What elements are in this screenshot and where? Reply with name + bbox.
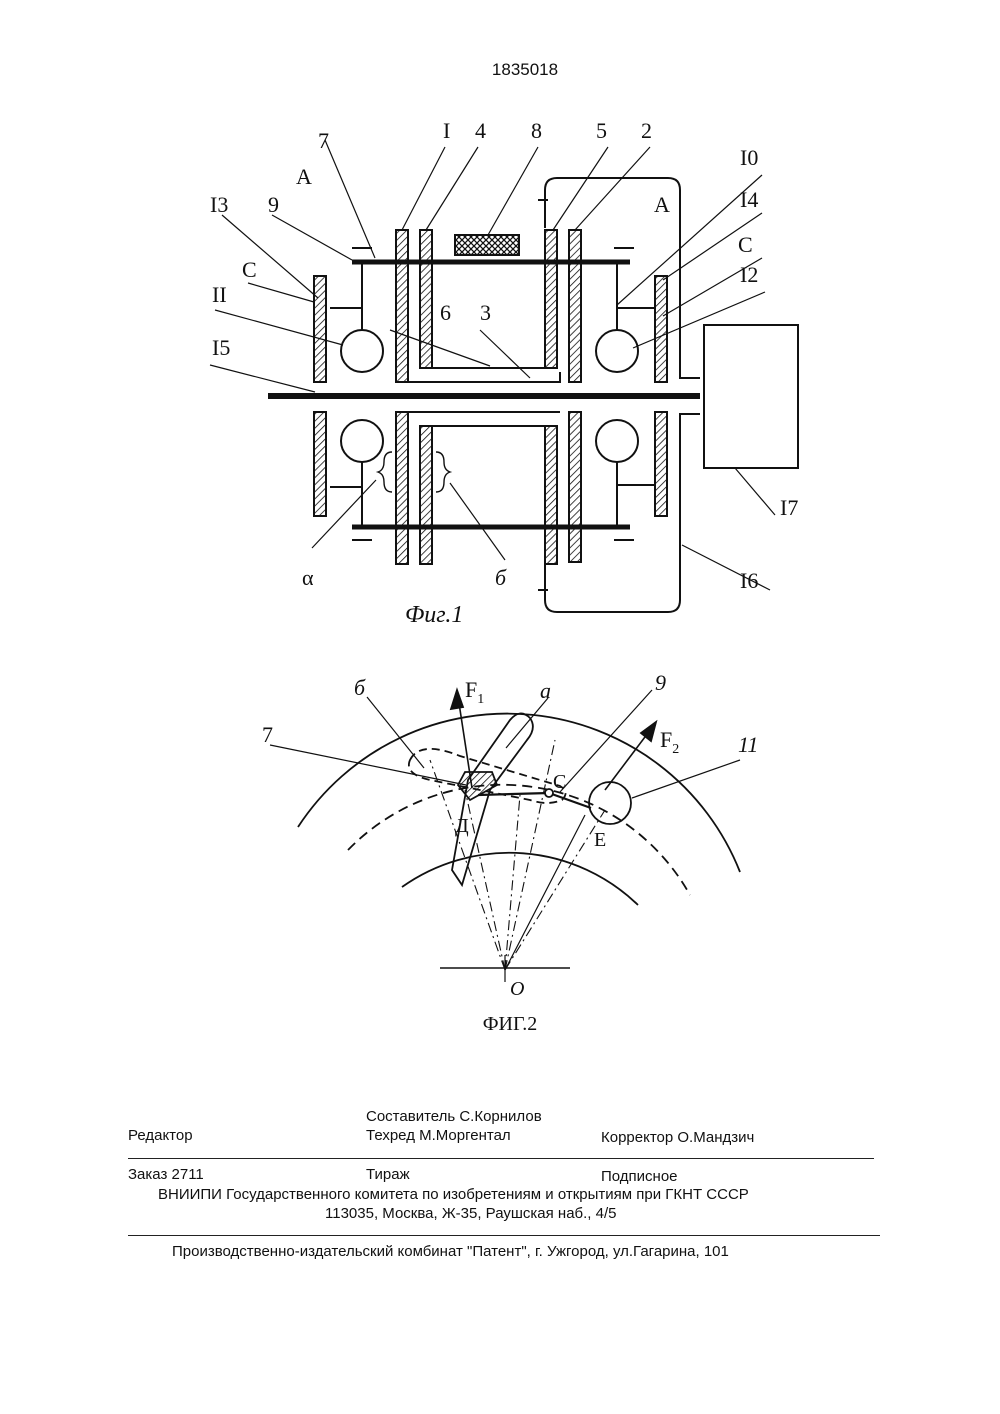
label-I2: I2 (740, 262, 758, 287)
label-7: 7 (318, 128, 329, 153)
label-I5: I5 (212, 335, 230, 360)
address-line: 113035, Москва, Ж-35, Раушская наб., 4/5 (325, 1205, 617, 1222)
divider-top (128, 1158, 874, 1159)
label-I0: I0 (740, 145, 758, 170)
label-II: II (212, 282, 227, 307)
printer-line: Производственно-издательский комбинат "П… (172, 1243, 729, 1260)
label-3: 3 (480, 300, 491, 325)
label-O-point: O (510, 978, 524, 1000)
carrier-3 (408, 372, 560, 382)
label-2: 2 (641, 118, 652, 143)
label-I4: I4 (740, 187, 758, 212)
compiler-line: Составитель С.Корнилов (366, 1108, 542, 1125)
document-number: 1835018 (492, 60, 558, 79)
label-A-left: A (296, 164, 312, 189)
ball-11-fig2 (589, 782, 631, 824)
label-11: 11 (738, 732, 758, 757)
divider-bottom (128, 1235, 880, 1236)
label-F2: F2 (660, 727, 679, 757)
label-I: I (443, 118, 450, 143)
label-b: б (354, 675, 366, 700)
label-7: 7 (262, 722, 273, 747)
circulation-label: Тираж (366, 1166, 410, 1183)
disk-13 (314, 276, 326, 382)
label-b: б (495, 565, 507, 590)
label-8: 8 (531, 118, 542, 143)
label-6: 6 (440, 300, 451, 325)
label-A-right: A (654, 192, 670, 217)
block-17 (704, 325, 798, 468)
label-9: 9 (268, 192, 279, 217)
label-5: 5 (596, 118, 607, 143)
figure-1-caption: Фиг.1 (405, 602, 463, 628)
ball-11 (341, 330, 383, 372)
label-I6: I6 (740, 568, 758, 593)
label-C-right: C (738, 232, 753, 257)
label-C-point: С (553, 771, 566, 793)
label-C-left: C (242, 257, 257, 282)
element-8 (455, 235, 519, 255)
editor-label: Редактор (128, 1127, 193, 1144)
techred-line: Техред М.Моргентал (366, 1127, 511, 1144)
figure-1 (210, 140, 798, 612)
corrector-line: Корректор О.Мандзич (601, 1129, 754, 1146)
disk-14 (655, 276, 667, 382)
label-4: 4 (475, 118, 486, 143)
order-number: Заказ 2711 (128, 1166, 204, 1183)
label-E-point: E (594, 829, 606, 851)
figure-2-caption: ФИГ.2 (483, 1013, 538, 1035)
inner-arc (402, 853, 638, 905)
label-I7: I7 (780, 495, 798, 520)
label-alpha: α (302, 565, 314, 590)
ball-12 (596, 330, 638, 372)
institute-line: ВНИИПИ Государственного комитета по изоб… (158, 1186, 749, 1203)
label-9: 9 (655, 670, 666, 695)
label-F1: F1 (465, 677, 484, 707)
figure-1-labels: 7 I 4 8 5 2 A A I0 I3 9 I4 C C II I2 6 3… (210, 118, 798, 628)
subscription-label: Подписное (601, 1168, 678, 1185)
label-I3: I3 (210, 192, 228, 217)
label-a: a (540, 678, 551, 703)
label-D-point: Д (455, 815, 469, 837)
